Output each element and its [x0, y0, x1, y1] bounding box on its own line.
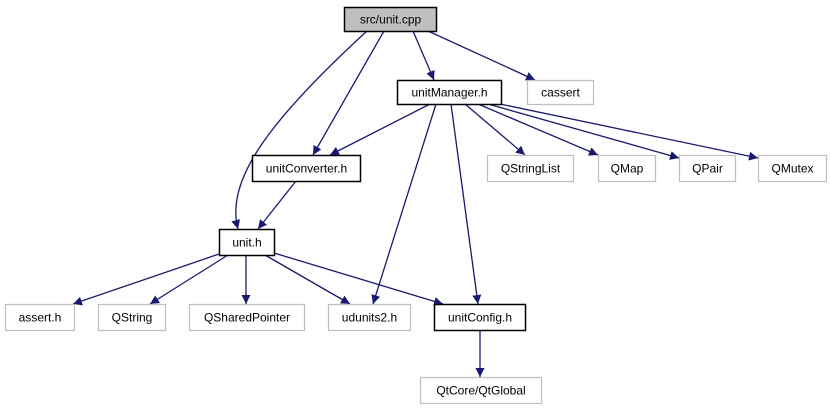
node-label-cassert: cassert [541, 86, 580, 100]
edge-unit_h-to-assert_h [72, 253, 220, 306]
edge-unitManager_h-to-unitConfig_h [450, 103, 482, 305]
node-box-QtGlobal [419, 376, 543, 405]
node-unitConfig_h[interactable]: unitConfig.h [433, 303, 527, 332]
node-label-udunits2_h: udunits2.h [342, 311, 397, 325]
node-box-QMap [597, 154, 657, 183]
node-label-QMap: QMap [611, 162, 644, 176]
edge-unitConverter_h-to-unit_h [257, 180, 297, 230]
node-label-assert_h: assert.h [19, 311, 62, 325]
node-box-QMutex [757, 154, 828, 183]
node-box-assert_h [4, 303, 76, 332]
node-QString: QString [97, 303, 167, 332]
edge-unit_cpp-to-unitConverter_h [312, 30, 385, 156]
node-label-QtGlobal: QtCore/QtGlobal [436, 384, 525, 398]
node-box-unitConverter_h [251, 154, 362, 183]
edge-unitManager_h-to-QStringList [464, 103, 526, 156]
node-udunits2_h: udunits2.h [327, 303, 412, 332]
node-box-unit_h [218, 228, 276, 257]
node-assert_h: assert.h [4, 303, 76, 332]
edge-unit_cpp-to-unit_h [231, 30, 368, 230]
node-label-QMutex: QMutex [771, 162, 813, 176]
node-box-QSharedPointer [188, 303, 306, 332]
edge-unitManager_h-to-QMap [477, 103, 599, 156]
node-label-QStringList: QStringList [501, 162, 561, 176]
node-label-QString: QString [112, 311, 153, 325]
node-unitConverter_h[interactable]: unitConverter.h [251, 154, 362, 183]
node-cassert: cassert [526, 79, 595, 106]
node-box-udunits2_h [327, 303, 412, 332]
edge-unit_cpp-to-cassert [427, 30, 536, 81]
edge-unitManager_h-to-unitConverter_h [329, 103, 431, 156]
edge-unit_h-to-unitConfig_h [273, 252, 444, 306]
edge-unit_h-to-QString [149, 254, 229, 305]
node-box-unitManager_h [396, 79, 503, 106]
node-QSharedPointer: QSharedPointer [188, 303, 306, 332]
node-box-unitConfig_h [433, 303, 527, 332]
edge-unit_cpp-to-unitManager_h [412, 30, 435, 81]
node-box-QStringList [486, 154, 575, 183]
edge-unit_h-to-udunits2_h [264, 254, 351, 305]
node-label-unit_h: unit.h [232, 236, 261, 250]
node-box-QString [97, 303, 167, 332]
node-label-QSharedPointer: QSharedPointer [204, 311, 290, 325]
edge-unitManager_h-to-QPair [487, 103, 680, 160]
node-label-unitManager_h: unitManager.h [411, 86, 487, 100]
node-QStringList: QStringList [486, 154, 575, 183]
node-QMutex: QMutex [757, 154, 828, 183]
node-box-cassert [526, 79, 595, 106]
node-unit_h[interactable]: unit.h [218, 228, 276, 257]
node-box-QPair [678, 154, 737, 183]
node-unitManager_h[interactable]: unitManager.h [396, 79, 503, 106]
node-QtGlobal: QtCore/QtGlobal [419, 376, 543, 405]
node-label-unitConverter_h: unitConverter.h [266, 162, 347, 176]
node-unit_cpp[interactable]: src/unit.cpp [343, 6, 438, 33]
node-box-unit_cpp [343, 6, 438, 33]
node-QPair: QPair [678, 154, 737, 183]
node-QMap: QMap [597, 154, 657, 183]
node-label-QPair: QPair [692, 162, 723, 176]
node-label-unit_cpp: src/unit.cpp [360, 13, 422, 27]
node-label-unitConfig_h: unitConfig.h [448, 311, 512, 325]
edge-unitManager_h-to-QMutex [499, 103, 759, 161]
edge-unitManager_h-to-udunits2_h [371, 103, 437, 305]
